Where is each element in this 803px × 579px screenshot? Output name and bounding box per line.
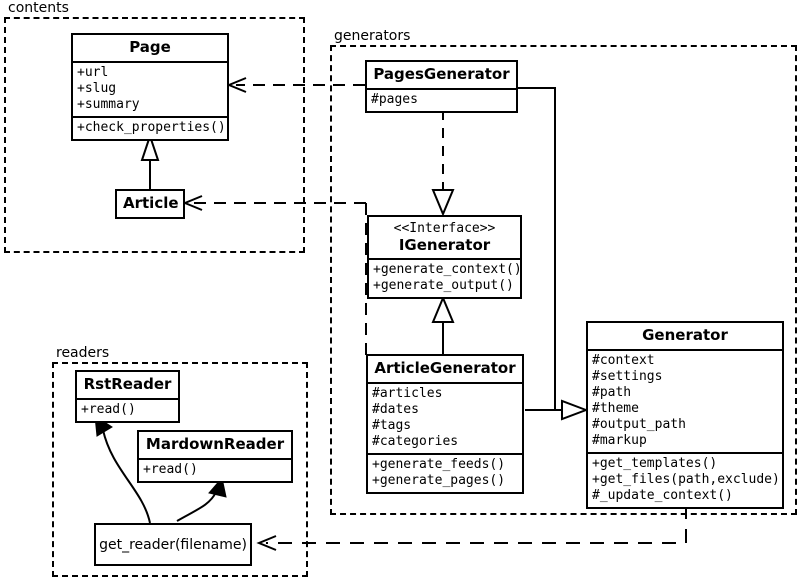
class-generator-attributes: #context #settings #path #theme #output_… bbox=[588, 351, 782, 454]
class-pagesgenerator-title: PagesGenerator bbox=[367, 62, 516, 90]
class-member: #dates bbox=[372, 401, 419, 417]
class-pagesgenerator-attributes: #pages bbox=[367, 90, 516, 111]
class-mardownreader-operations: +read() bbox=[139, 460, 291, 481]
package-contents bbox=[4, 17, 305, 253]
class-member: +check_properties() bbox=[77, 119, 226, 135]
class-rstreader[interactable]: RstReader +read() bbox=[75, 370, 180, 423]
class-articlegenerator-attributes: #articles #dates #tags #categories bbox=[368, 384, 522, 455]
class-member: +generate_pages() bbox=[372, 472, 506, 488]
class-page-title: Page bbox=[73, 35, 227, 63]
class-member: #pages bbox=[371, 91, 418, 107]
class-mardownreader-title: MardownReader bbox=[139, 432, 291, 460]
class-page-operations: +check_properties() bbox=[73, 118, 227, 139]
class-member: +url bbox=[77, 64, 109, 80]
package-readers-label: readers bbox=[54, 345, 112, 361]
class-member: +get_files(path,exclude) bbox=[592, 471, 780, 487]
class-articlegenerator[interactable]: ArticleGenerator #articles #dates #tags … bbox=[366, 354, 524, 494]
class-member: +generate_output() bbox=[373, 278, 514, 294]
class-member: +get_templates() bbox=[592, 455, 718, 471]
class-page[interactable]: Page +url +slug +summary +check_properti… bbox=[71, 33, 229, 141]
class-member: +slug bbox=[77, 80, 117, 96]
package-generators-label: generators bbox=[332, 28, 413, 44]
class-page-attributes: +url +slug +summary bbox=[73, 63, 227, 118]
class-mardownreader[interactable]: MardownReader +read() bbox=[137, 430, 293, 483]
class-igenerator-title: <<Interface>> IGenerator bbox=[369, 217, 520, 261]
class-generator[interactable]: Generator #context #settings #path #them… bbox=[586, 321, 784, 509]
class-rstreader-operations: +read() bbox=[77, 400, 178, 421]
class-articlegenerator-operations: +generate_feeds() +generate_pages() bbox=[368, 455, 522, 492]
class-igenerator-name: IGenerator bbox=[398, 235, 491, 254]
class-member: #settings bbox=[592, 368, 663, 384]
class-rstreader-title: RstReader bbox=[77, 372, 178, 400]
function-get-reader-label: get_reader(filename) bbox=[99, 536, 247, 553]
class-pagesgenerator[interactable]: PagesGenerator #pages bbox=[365, 60, 518, 113]
package-contents-label: contents bbox=[6, 0, 71, 16]
class-article[interactable]: Article bbox=[115, 189, 185, 219]
package-readers bbox=[52, 362, 308, 577]
class-member: +generate_feeds() bbox=[372, 456, 506, 472]
class-articlegenerator-title: ArticleGenerator bbox=[368, 356, 522, 384]
class-member: #tags bbox=[372, 417, 412, 433]
class-member: #_update_context() bbox=[592, 487, 733, 503]
class-member: #context bbox=[592, 352, 655, 368]
class-member: +generate_context() bbox=[373, 262, 522, 278]
class-igenerator-stereotype: <<Interface>> bbox=[393, 221, 496, 236]
class-member: +read() bbox=[143, 461, 198, 477]
class-generator-operations: +get_templates() +get_files(path,exclude… bbox=[588, 454, 782, 507]
class-member: #markup bbox=[592, 432, 647, 448]
class-igenerator[interactable]: <<Interface>> IGenerator +generate_conte… bbox=[367, 215, 522, 300]
class-member: #articles bbox=[372, 385, 443, 401]
class-member: #categories bbox=[372, 433, 459, 449]
class-member: +read() bbox=[81, 401, 136, 417]
function-get-reader[interactable]: get_reader(filename) bbox=[94, 523, 252, 566]
class-member: #theme bbox=[592, 400, 639, 416]
class-member: #path bbox=[592, 384, 632, 400]
class-article-title: Article bbox=[123, 194, 179, 212]
class-generator-title: Generator bbox=[588, 323, 782, 351]
class-member: +summary bbox=[77, 96, 140, 112]
class-member: #output_path bbox=[592, 416, 686, 432]
class-igenerator-operations: +generate_context() +generate_output() bbox=[369, 260, 522, 297]
